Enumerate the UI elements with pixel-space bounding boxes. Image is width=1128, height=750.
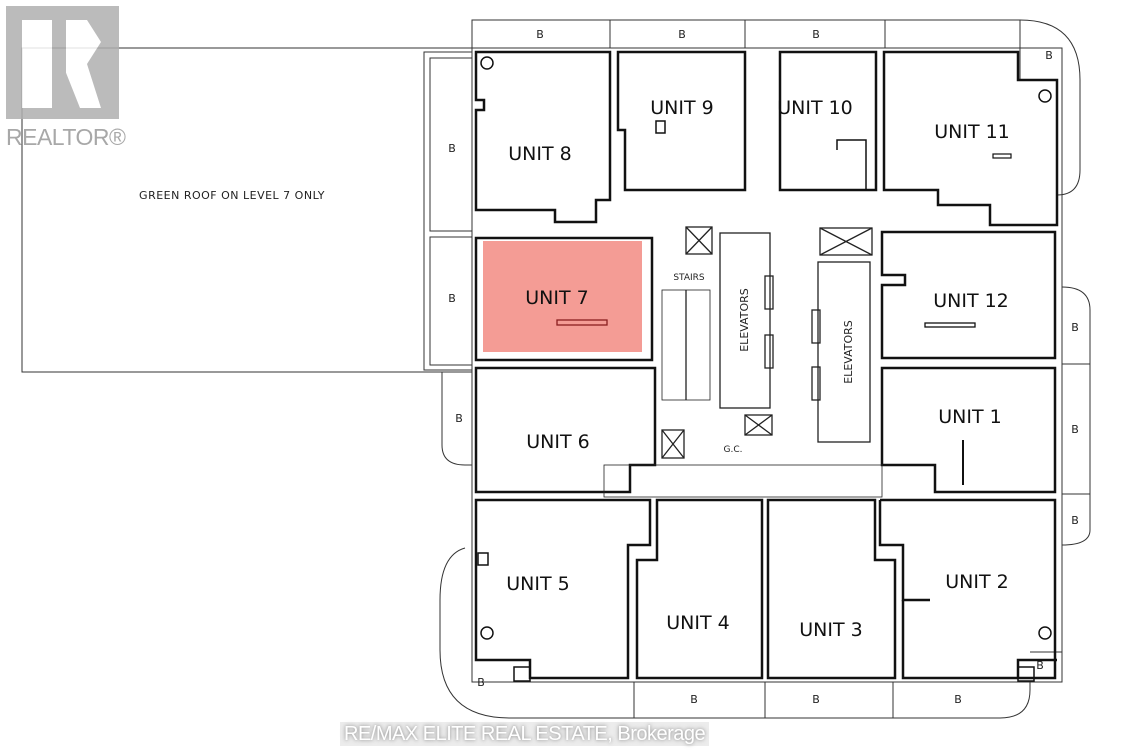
- unit-7[interactable]: UNIT 7: [474, 236, 654, 362]
- unit-label: UNIT 6: [526, 431, 589, 453]
- balcony-label: B: [477, 676, 485, 689]
- unit-5[interactable]: UNIT 5: [474, 498, 652, 682]
- realtor-logo: [6, 6, 119, 119]
- balcony-label: B: [812, 693, 820, 706]
- balcony-label: B: [1071, 321, 1079, 334]
- unit-10[interactable]: UNIT 10: [777, 50, 878, 192]
- balcony: [441, 371, 472, 466]
- balcony-label: B: [448, 292, 456, 305]
- gc-label: G.C.: [724, 445, 743, 455]
- balcony-label: B: [812, 28, 820, 41]
- unit-label: UNIT 10: [777, 97, 853, 119]
- balcony-label: B: [536, 28, 544, 41]
- balcony-label: B: [678, 28, 686, 41]
- unit-label: UNIT 11: [934, 121, 1010, 143]
- balcony-label: B: [448, 142, 456, 155]
- elevators-label: ELEVATORS: [842, 320, 855, 384]
- unit-2[interactable]: UNIT 2: [878, 498, 1057, 682]
- unit-label: UNIT 2: [945, 571, 1008, 593]
- unit-label: UNIT 12: [933, 290, 1009, 312]
- elevator-shaft: [817, 261, 871, 443]
- unit-label: UNIT 3: [799, 619, 862, 641]
- elevators-label: ELEVATORS: [738, 288, 751, 352]
- balcony-label: B: [954, 693, 962, 706]
- unit-label: UNIT 4: [666, 612, 729, 634]
- elevator-shaft: [719, 232, 771, 409]
- balcony-label: B: [1071, 514, 1079, 527]
- unit-label: UNIT 9: [650, 97, 713, 119]
- unit-7-highlight: [483, 241, 642, 352]
- realtor-logo-text: REALTOR®: [6, 124, 126, 150]
- balcony-label: B: [1036, 659, 1044, 672]
- unit-6[interactable]: UNIT 6: [474, 366, 657, 494]
- unit-12[interactable]: UNIT 12: [880, 230, 1057, 360]
- balcony-label: B: [690, 693, 698, 706]
- unit-4[interactable]: UNIT 4: [635, 498, 764, 680]
- unit-label: UNIT 7: [525, 287, 588, 309]
- unit-label: UNIT 1: [938, 406, 1001, 428]
- unit-label: UNIT 8: [508, 143, 571, 165]
- unit-11[interactable]: UNIT 11: [882, 50, 1059, 227]
- stairs-label: STAIRS: [673, 273, 705, 283]
- stairs: [661, 289, 711, 401]
- building-outline: [471, 47, 1063, 683]
- green-roof-note: GREEN ROOF ON LEVEL 7 ONLY: [139, 189, 325, 202]
- unit-1[interactable]: UNIT 1: [880, 366, 1057, 494]
- unit-8[interactable]: UNIT 8: [474, 50, 612, 224]
- unit-label: UNIT 5: [506, 573, 569, 595]
- brokerage-watermark: RE/MAX ELITE REAL ESTATE, Brokerage: [340, 722, 710, 746]
- balcony-label: B: [455, 412, 463, 425]
- unit-9[interactable]: UNIT 9: [616, 50, 747, 192]
- top-balcony-outline: [471, 19, 1081, 196]
- balcony-label: B: [1045, 49, 1053, 62]
- unit-3[interactable]: UNIT 3: [766, 498, 897, 680]
- balcony-label: B: [1071, 423, 1079, 436]
- building-core: STAIRS ELEVATORS ELEVATORS G.C.: [603, 226, 883, 498]
